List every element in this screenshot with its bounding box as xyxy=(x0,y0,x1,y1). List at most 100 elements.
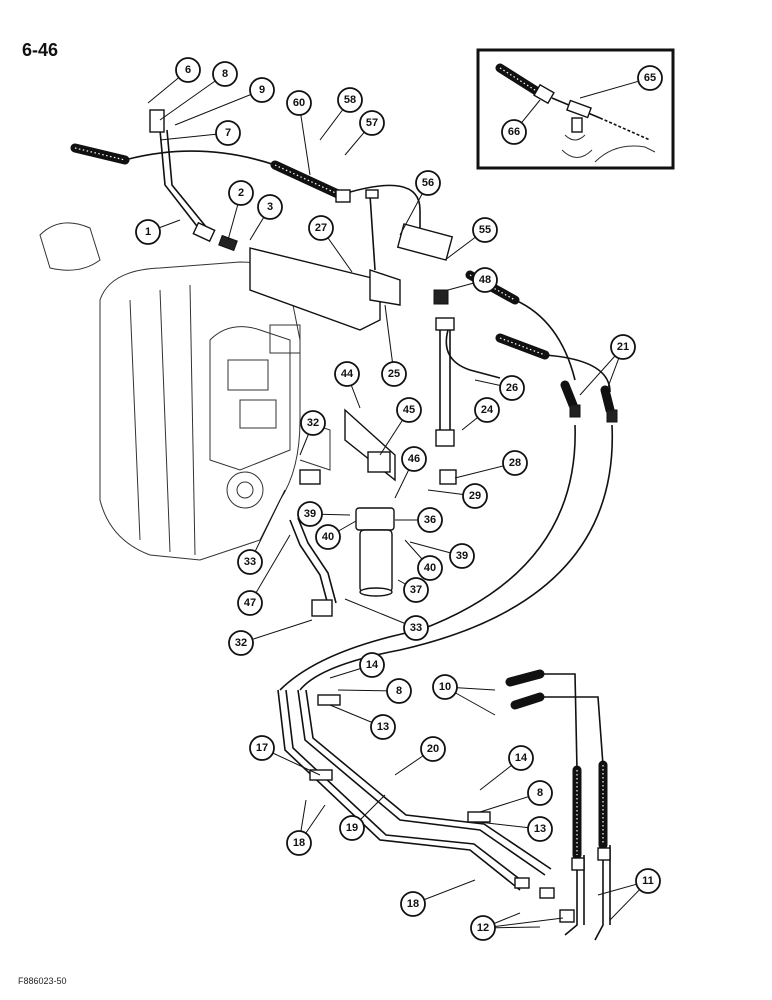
callout-13: 13 xyxy=(527,816,553,842)
callout-label: 24 xyxy=(481,404,494,416)
callout-label: 21 xyxy=(617,341,629,353)
line-long-right xyxy=(514,299,576,381)
fitting-48 xyxy=(433,289,449,305)
callout-circle xyxy=(472,267,498,293)
callout-label: 18 xyxy=(293,837,305,849)
callout-label: 17 xyxy=(256,742,268,754)
callout-circle xyxy=(237,549,263,575)
callout-label: 46 xyxy=(408,453,420,465)
callout-8: 8 xyxy=(527,780,553,806)
callout-label: 66 xyxy=(508,126,520,138)
callout-circle xyxy=(228,180,254,206)
callout-label: 57 xyxy=(366,117,378,129)
callout-36: 36 xyxy=(417,507,443,533)
callout-label: 44 xyxy=(341,368,354,380)
callout-label: 29 xyxy=(469,490,481,502)
callout-circle xyxy=(462,483,488,509)
bolt-27 xyxy=(369,194,376,271)
callout-circle xyxy=(308,215,334,241)
tube-47a xyxy=(289,519,329,606)
line-long-right2 xyxy=(544,354,611,393)
callout-label: 55 xyxy=(479,224,491,236)
callout-circle xyxy=(337,87,363,113)
callout-13: 13 xyxy=(370,714,396,740)
callout-56: 56 xyxy=(415,170,441,196)
callout-65: 65 xyxy=(637,65,663,91)
callout-label: 48 xyxy=(479,274,491,286)
callout-10: 10 xyxy=(432,674,458,700)
hose-10a xyxy=(505,669,545,687)
callout-8: 8 xyxy=(386,678,412,704)
hose-left-top xyxy=(70,143,130,165)
leader-line xyxy=(249,534,291,604)
callout-circle xyxy=(286,90,312,116)
fitting-6 xyxy=(149,109,165,133)
callout-label: 28 xyxy=(509,457,521,469)
callout-label: 9 xyxy=(259,84,265,96)
callout-label: 19 xyxy=(346,822,358,834)
callout-label: 20 xyxy=(427,743,439,755)
callout-circle xyxy=(315,524,341,550)
hose-21a xyxy=(560,380,578,410)
fitting-24-top xyxy=(435,317,455,331)
callout-circle xyxy=(610,334,636,360)
hose-10b xyxy=(510,692,545,710)
callout-32: 32 xyxy=(300,410,326,436)
callout-circle xyxy=(359,652,385,678)
callout-57: 57 xyxy=(359,110,385,136)
callout-circle xyxy=(527,816,553,842)
callout-circle xyxy=(300,410,326,436)
tube-10 xyxy=(540,673,578,771)
leader-line xyxy=(482,917,564,929)
callout-14: 14 xyxy=(359,652,385,678)
bracket-27 xyxy=(249,247,401,331)
callout-27: 27 xyxy=(308,215,334,241)
callout-circle xyxy=(135,219,161,245)
callout-label: 47 xyxy=(244,597,256,609)
callout-label: 26 xyxy=(506,382,518,394)
callout-label: 3 xyxy=(267,201,273,213)
callout-circle xyxy=(508,745,534,771)
callout-19: 19 xyxy=(339,815,365,841)
callout-44: 44 xyxy=(334,361,360,387)
callout-circle xyxy=(370,714,396,740)
callout-label: 8 xyxy=(537,787,543,799)
callout-48: 48 xyxy=(472,267,498,293)
callout-37: 37 xyxy=(403,577,429,603)
callout-circle xyxy=(472,217,498,243)
hose-60 xyxy=(270,160,345,200)
callout-label: 8 xyxy=(396,685,402,697)
callout-circle xyxy=(432,674,458,700)
callout-label: 11 xyxy=(642,875,654,887)
callout-label: 37 xyxy=(410,584,422,596)
line-60-to-55 xyxy=(339,184,421,240)
callout-circle xyxy=(334,361,360,387)
callout-circle xyxy=(501,119,527,145)
callout-label: 27 xyxy=(315,222,327,234)
callout-circle xyxy=(359,110,385,136)
callout-circle xyxy=(339,815,365,841)
fitting-55 xyxy=(396,223,454,261)
page-number: 6-46 xyxy=(22,40,59,60)
fitting-12c xyxy=(559,909,575,923)
callout-label: 13 xyxy=(534,823,546,835)
fitting-12a xyxy=(514,877,530,889)
callout-6: 6 xyxy=(175,57,201,83)
line-main-top xyxy=(124,150,276,166)
tube-20 xyxy=(297,689,546,876)
callout-label: 13 xyxy=(377,721,389,733)
callout-circle xyxy=(257,194,283,220)
callout-circle xyxy=(215,120,241,146)
callout-39: 39 xyxy=(297,501,323,527)
callout-14: 14 xyxy=(508,745,534,771)
callout-label: 18 xyxy=(407,898,419,910)
line-1 xyxy=(159,129,201,231)
callout-circle xyxy=(502,450,528,476)
callout-circle xyxy=(212,61,238,87)
callout-circle xyxy=(417,555,443,581)
callout-label: 7 xyxy=(225,127,231,139)
callout-47: 47 xyxy=(237,590,263,616)
fitting-21b xyxy=(606,409,618,423)
callout-28: 28 xyxy=(502,450,528,476)
